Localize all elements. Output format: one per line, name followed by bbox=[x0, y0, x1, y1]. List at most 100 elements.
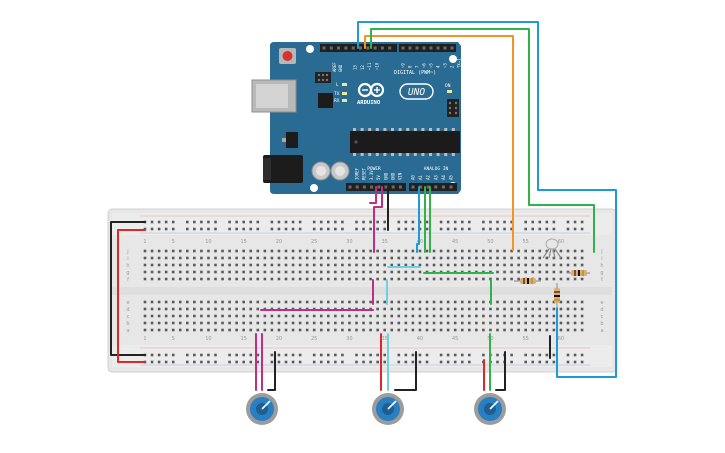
breadboard-hole bbox=[249, 314, 253, 318]
breadboard-hole bbox=[369, 300, 372, 304]
wire-cyan-a0[interactable] bbox=[416, 186, 420, 253]
header-pin[interactable] bbox=[370, 185, 374, 189]
header-pin[interactable] bbox=[384, 185, 388, 189]
digital-pin-header[interactable] bbox=[320, 44, 456, 52]
breadboard-hole bbox=[143, 300, 147, 304]
breadboard-hole bbox=[460, 249, 464, 253]
header-pin[interactable] bbox=[449, 185, 453, 189]
breadboard-hole bbox=[468, 314, 471, 318]
breadboard-hole bbox=[552, 277, 556, 281]
header-pin[interactable] bbox=[419, 185, 423, 189]
breadboard-hole bbox=[369, 314, 372, 318]
analog-pin-header[interactable] bbox=[409, 183, 457, 191]
breadboard-hole bbox=[475, 314, 478, 318]
potentiometer-3[interactable] bbox=[474, 393, 506, 425]
breadboard-hole bbox=[291, 263, 295, 267]
header-pin[interactable] bbox=[450, 46, 454, 50]
wire-red-rail[interactable] bbox=[117, 229, 146, 363]
breadboard-hole bbox=[496, 328, 499, 332]
breadboard-hole bbox=[425, 300, 429, 304]
breadboard-hole bbox=[362, 249, 365, 253]
breadboard-hole bbox=[460, 321, 464, 325]
pin-label: 7 bbox=[415, 65, 420, 68]
header-pin[interactable] bbox=[355, 185, 359, 189]
breadboard-hole bbox=[305, 300, 309, 304]
breadboard-hole bbox=[425, 277, 429, 281]
breadboard-hole bbox=[503, 249, 506, 253]
breadboard-hole bbox=[284, 249, 288, 253]
potentiometer-2[interactable] bbox=[372, 393, 404, 425]
wire-red-5v[interactable] bbox=[369, 186, 377, 204]
pot2-lead-right[interactable] bbox=[394, 351, 417, 391]
wire-cyan-pin13[interactable] bbox=[357, 21, 617, 378]
pot1-lead-right[interactable] bbox=[267, 351, 276, 391]
breadboard-hole bbox=[404, 321, 408, 325]
header-pin[interactable] bbox=[380, 46, 384, 50]
breadboard-hole bbox=[235, 314, 238, 318]
breadboard-hole bbox=[193, 314, 196, 318]
header-pin[interactable] bbox=[373, 46, 377, 50]
header-pin[interactable] bbox=[391, 185, 395, 189]
resistor[interactable] bbox=[554, 283, 560, 308]
wire-magenta-5v[interactable] bbox=[373, 186, 383, 253]
header-pin[interactable] bbox=[441, 185, 445, 189]
header-pin[interactable] bbox=[443, 46, 447, 50]
breadboard-hole bbox=[143, 277, 147, 281]
breadboard-hole bbox=[439, 307, 443, 311]
potentiometer-1[interactable] bbox=[246, 393, 278, 425]
breadboard-hole bbox=[566, 263, 570, 267]
breadboard-hole bbox=[341, 321, 344, 325]
header-pin[interactable] bbox=[401, 46, 405, 50]
header-pin[interactable] bbox=[337, 46, 341, 50]
rgb-led[interactable] bbox=[542, 238, 562, 259]
breadboard-hole bbox=[235, 227, 238, 231]
header-pin[interactable] bbox=[388, 46, 392, 50]
resistor[interactable] bbox=[514, 278, 541, 284]
wire-orange-pin12[interactable] bbox=[364, 35, 514, 251]
header-pin[interactable] bbox=[411, 185, 415, 189]
wire-green-pin11[interactable] bbox=[370, 28, 595, 253]
header-pin[interactable] bbox=[398, 185, 402, 189]
breadboard-hole bbox=[390, 314, 394, 318]
wire-black-rail[interactable] bbox=[110, 221, 146, 356]
breadboard-hole bbox=[418, 270, 422, 274]
digital-header-label: DIGITAL (PWM~) bbox=[394, 70, 436, 76]
header-pin[interactable] bbox=[377, 185, 381, 189]
column-number: 60 bbox=[558, 336, 564, 342]
breadboard-hole bbox=[397, 328, 401, 332]
header-pin[interactable] bbox=[434, 185, 438, 189]
header-pin[interactable] bbox=[429, 46, 433, 50]
breadboard-hole bbox=[249, 277, 253, 281]
breadboard-hole bbox=[178, 314, 182, 318]
breadboard-hole bbox=[573, 249, 577, 253]
breadboard-hole bbox=[327, 321, 330, 325]
breadboard-hole bbox=[453, 321, 457, 325]
header-pin[interactable] bbox=[322, 46, 326, 50]
header-pin[interactable] bbox=[351, 46, 355, 50]
header-pin[interactable] bbox=[422, 46, 426, 50]
breadboard-hole bbox=[221, 307, 224, 311]
breadboard-hole bbox=[489, 249, 492, 253]
pot3-lead-right[interactable] bbox=[495, 351, 506, 391]
header-pin[interactable] bbox=[344, 46, 348, 50]
header-pin[interactable] bbox=[362, 185, 366, 189]
pin-label: ~11 bbox=[367, 62, 372, 70]
breadboard-hole bbox=[566, 227, 570, 231]
breadboard-hole bbox=[418, 256, 422, 260]
header-pin[interactable] bbox=[359, 46, 362, 50]
header-pin[interactable] bbox=[426, 185, 430, 189]
header-pin[interactable] bbox=[436, 46, 440, 50]
header-pin[interactable] bbox=[366, 46, 370, 50]
column-number: 15 bbox=[241, 239, 247, 245]
breadboard-hole bbox=[538, 249, 542, 253]
header-pin[interactable] bbox=[329, 46, 333, 50]
breadboard-hole bbox=[214, 277, 217, 281]
header-pin[interactable] bbox=[408, 46, 412, 50]
resistor[interactable] bbox=[567, 270, 590, 276]
header-pin[interactable] bbox=[415, 46, 419, 50]
header-pin[interactable] bbox=[348, 185, 352, 189]
breadboard-hole bbox=[312, 270, 316, 274]
breadboard-hole bbox=[235, 307, 238, 311]
